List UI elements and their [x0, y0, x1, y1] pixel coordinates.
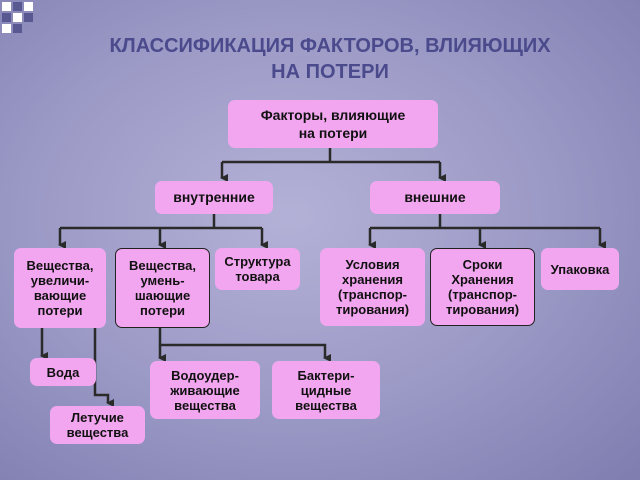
water-box: Вода: [30, 358, 96, 386]
storage-conditions-box: Условия хранения (транспор- тирования): [320, 248, 425, 326]
water-retaining-substances-box: Водоудер- живающие вещества: [150, 361, 260, 419]
storage-terms-box: Сроки Хранения (транспор- тирования): [430, 248, 535, 326]
bactericidal-substances-box: Бактери- цидные вещества: [272, 361, 380, 419]
decorative-squares: [0, 0, 50, 42]
page-title-line-2: НА ПОТЕРИ: [271, 61, 389, 83]
increasing-substances-box: Вещества, увеличи- вающие потери: [14, 248, 106, 328]
decreasing-substances-box: Вещества, умень- шающие потери: [115, 248, 210, 328]
volatile-substances-box: Летучие вещества: [50, 406, 145, 444]
external-factors-box: внешние: [370, 181, 500, 214]
packaging-box: Упаковка: [541, 248, 619, 290]
product-structure-box: Структура товара: [215, 248, 300, 290]
internal-factors-box: внутренние: [155, 181, 273, 214]
root-factors-box: Факторы, влияющие на потери: [228, 100, 438, 148]
page-title: КЛАССИФИКАЦИЯ ФАКТОРОВ, ВЛИЯЮЩИХ: [109, 35, 551, 57]
